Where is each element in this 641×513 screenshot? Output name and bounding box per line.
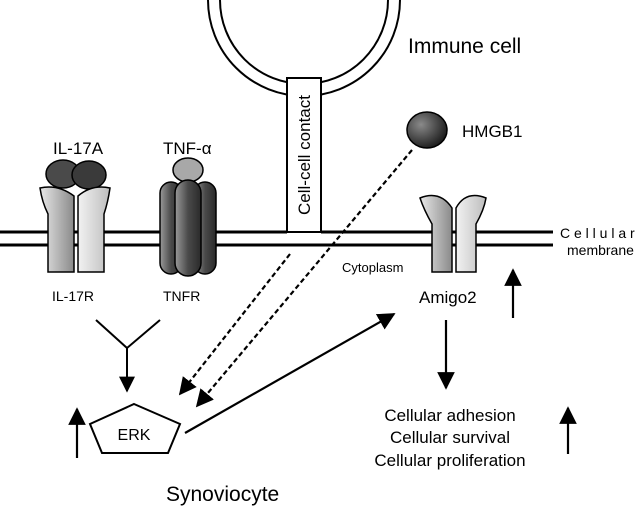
effect-proliferation-label: Cellular proliferation [374, 451, 525, 470]
tnfr-receptor [159, 179, 217, 277]
cell-cell-contact-label: Cell-cell contact [295, 95, 314, 215]
cellular-label: C e l l u l a r [560, 225, 635, 241]
immune-cell-label: Immune cell [408, 35, 521, 58]
erk-pentagon [88, 402, 182, 454]
erk-to-amigo2-arrow [184, 313, 396, 434]
tnf-alpha-label: TNF-α [163, 139, 212, 158]
convergence-arrow [95, 319, 161, 393]
tnfr-label: TNFR [163, 288, 200, 304]
effect-adhesion-label: Cellular adhesion [384, 406, 515, 425]
cytoplasm-label: Cytoplasm [342, 260, 403, 275]
il17r-receptor [39, 186, 111, 273]
tnf-alpha-ligand [172, 157, 204, 183]
cell-cell-contact-box [286, 77, 322, 233]
erk-label: ERK [118, 427, 151, 444]
contact-to-erk-dashed-arrow [178, 253, 291, 396]
il17r-label: IL-17R [52, 288, 94, 304]
synoviocyte-label: Synoviocyte [166, 483, 279, 506]
hmgb1-molecule [406, 111, 448, 149]
hmgb1-label: HMGB1 [462, 122, 522, 141]
amigo2-receptor [419, 194, 487, 273]
il17a-label: IL-17A [53, 139, 104, 158]
effect-survival-label: Cellular survival [390, 428, 510, 447]
il17a-ligand [45, 159, 107, 190]
membrane-label: membrane [567, 242, 634, 258]
amigo2-label: Amigo2 [419, 288, 477, 307]
